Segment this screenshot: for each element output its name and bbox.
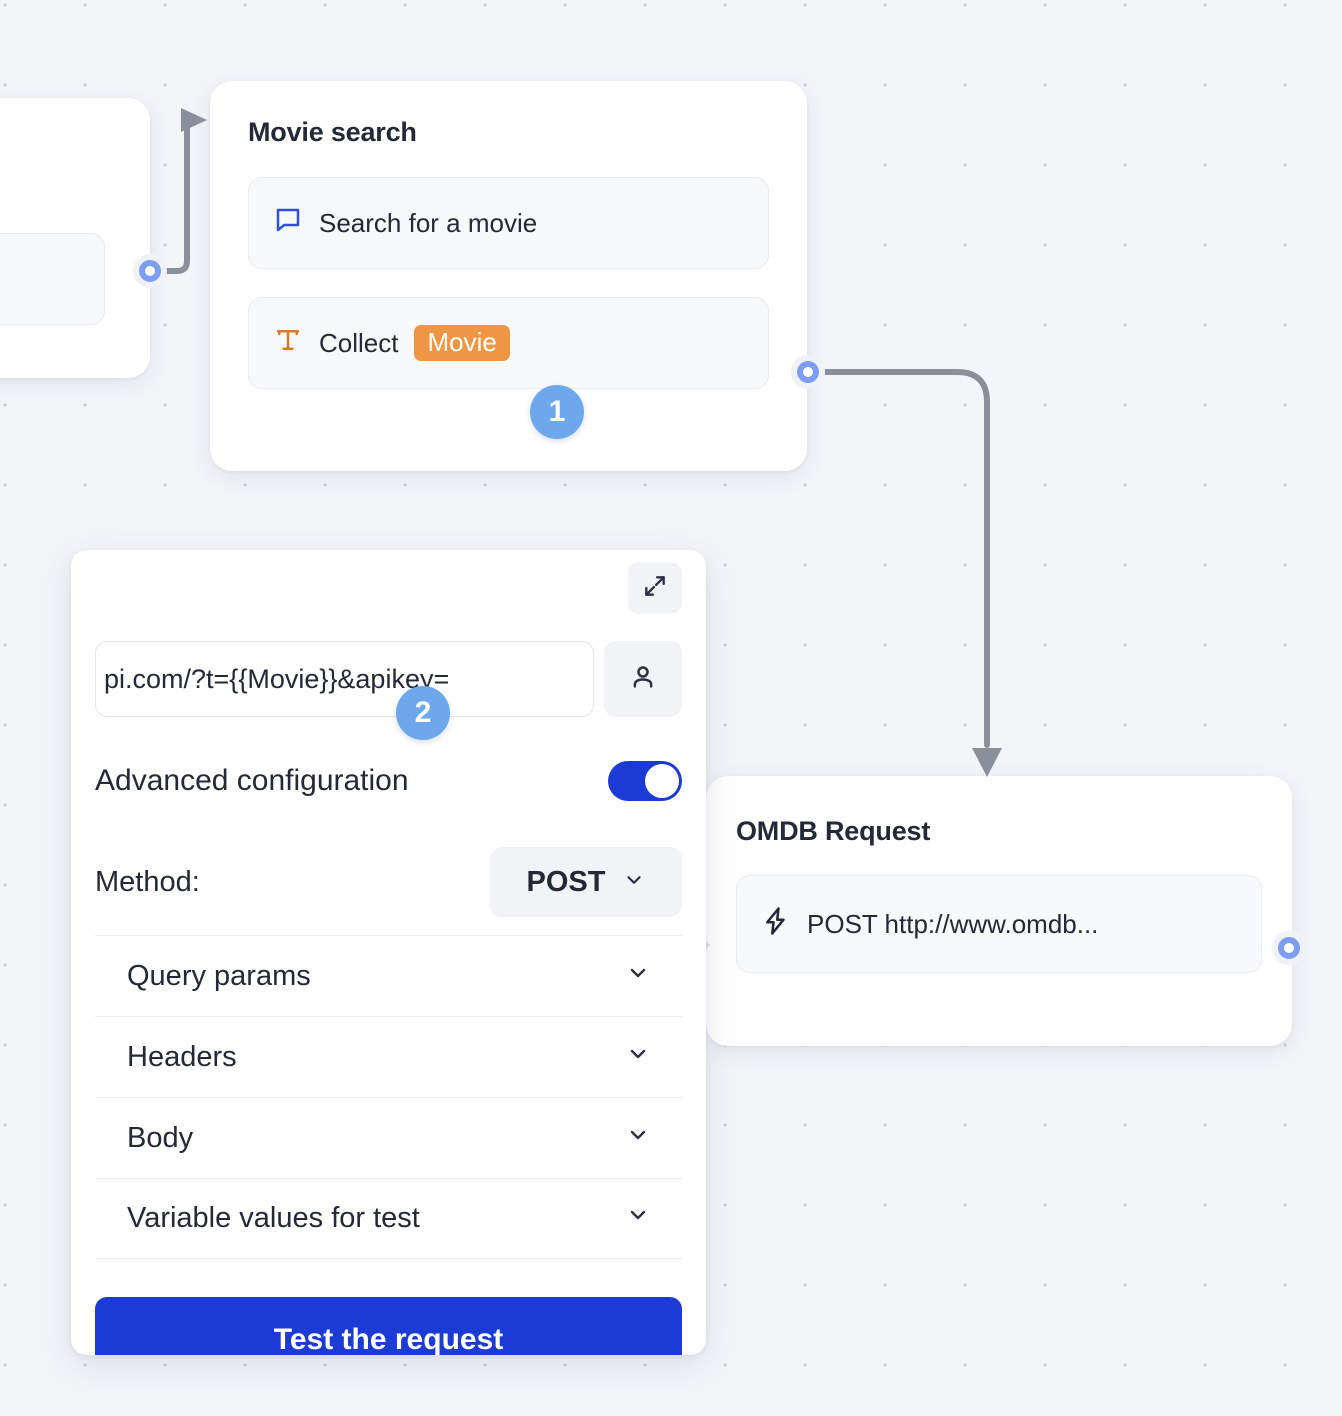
speech-bubble-icon [273,205,303,242]
handle-ring-icon [139,260,161,282]
handle-ring-icon [797,361,819,383]
variable-chip-movie[interactable]: Movie [414,325,510,361]
expand-panel-button[interactable] [628,562,682,614]
edge-arrowhead-omdb [972,748,1002,777]
request-config-panel[interactable]: pi.com/?t={{Movie}}&apikey= Advanced con… [71,550,706,1355]
accordion-label: Body [127,1121,194,1154]
edge-movie-to-omdb [822,369,990,748]
advanced-configuration-toggle[interactable] [608,761,682,801]
step-post-omdb[interactable]: POST http://www.omdb... [736,875,1262,973]
method-select-value: POST [526,865,606,898]
chevron-down-icon [626,1202,650,1235]
chevron-down-icon [626,1122,650,1155]
request-url-input[interactable]: pi.com/?t={{Movie}}&apikey= [95,641,594,717]
chevron-down-icon [626,960,650,993]
accordion-label: Variable values for test [127,1202,420,1234]
edge-arrowhead-movie [181,108,207,132]
chevron-down-icon [626,1041,650,1074]
step-badge-1: 1 [530,385,584,439]
handle-ring-icon [1278,937,1300,959]
handle-previous-output[interactable] [133,254,167,288]
step-label: Search for a movie [319,207,538,238]
step-label: Collect [319,327,399,358]
panel-topbar [95,550,682,614]
advanced-configuration-label: Advanced configuration [95,764,409,797]
accordion-body[interactable]: Body [95,1097,682,1178]
accordion-query-params[interactable]: Query params [95,935,682,1016]
method-row: Method: POST [95,847,682,935]
test-the-request-button[interactable]: Test the request [95,1297,682,1355]
person-icon [628,662,658,697]
step-badge-2: 2 [396,686,450,740]
text-field-icon [273,325,303,362]
handle-movie-search-output[interactable] [791,355,825,389]
toggle-knob [645,764,679,798]
node-previous-step-placeholder [0,233,105,325]
auth-user-button[interactable] [604,641,682,717]
edge-previous-to-movie [164,117,198,274]
node-movie-search-title: Movie search [248,117,417,147]
accordion-label: Query params [127,959,311,992]
step-label: POST http://www.omdb... [807,908,1099,939]
chevron-down-icon [623,866,645,899]
method-select[interactable]: POST [490,847,682,917]
step-collect-movie[interactable]: Collect Movie [248,297,769,389]
lightning-bolt-icon [761,906,791,943]
step-search-for-a-movie[interactable]: Search for a movie [248,177,769,269]
expand-diagonal-icon [642,573,668,604]
node-omdb-request[interactable]: OMDB Request POST http://www.omdb... [706,776,1292,1046]
node-previous-partial[interactable] [0,98,150,378]
accordion-headers[interactable]: Headers [95,1016,682,1097]
node-movie-search[interactable]: Movie search Search for a movie Collect … [210,81,807,471]
method-label: Method: [95,865,200,898]
accordion-label: Headers [127,1040,237,1073]
url-row: pi.com/?t={{Movie}}&apikey= [95,641,682,717]
node-omdb-request-title: OMDB Request [736,816,931,846]
advanced-configuration-row: Advanced configuration [95,761,682,801]
accordion-variable-values-for-test[interactable]: Variable values for test [95,1178,682,1259]
handle-omdb-request-output[interactable] [1272,931,1306,965]
